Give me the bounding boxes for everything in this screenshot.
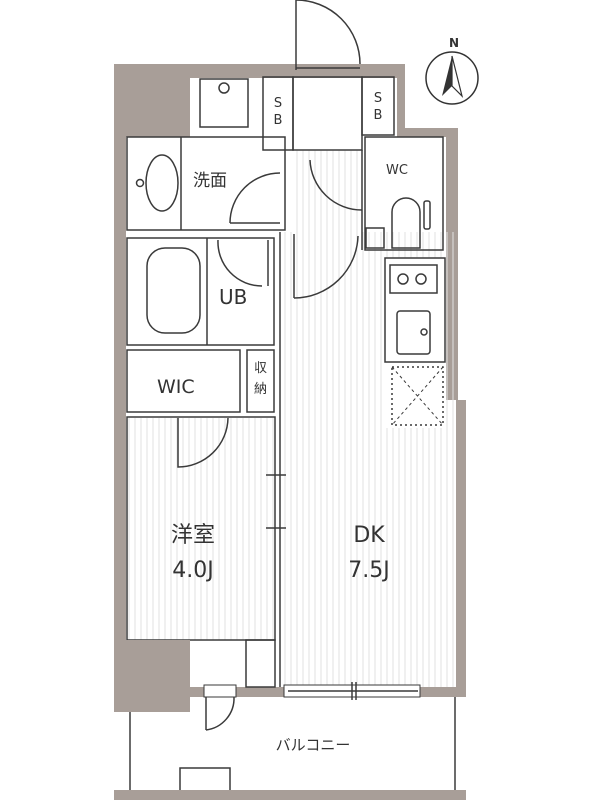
kitchen: [384, 257, 446, 426]
balcony-window: [283, 682, 421, 700]
western-room: [126, 232, 286, 688]
balcony-door: [203, 684, 237, 731]
entrance-door: [295, 0, 361, 70]
sb-right-label-s: S: [374, 91, 382, 106]
north-compass-icon: [425, 51, 479, 105]
wc-room: [364, 136, 444, 251]
shoe-box-right: [361, 76, 395, 136]
bedroom-floor: [128, 418, 274, 640]
balcony: [114, 697, 466, 800]
western-room-size: 4.0J: [172, 558, 213, 583]
washroom: [126, 136, 286, 231]
dk-size: 7.5J: [348, 558, 389, 583]
north-label: N: [449, 36, 459, 50]
sb-right-label-b: B: [374, 108, 383, 123]
washroom-label: 洗面: [193, 171, 227, 191]
balcony-label: バルコニー: [276, 736, 351, 754]
ub-label: UB: [219, 285, 247, 309]
storage: [246, 349, 275, 413]
wc-door-arc: [309, 159, 363, 211]
hall-door-arc: [293, 235, 359, 299]
storage-label-2: 納: [254, 382, 267, 397]
unit-bath: [126, 237, 275, 346]
washer-space: [199, 78, 249, 128]
wc-label: WC: [386, 163, 408, 178]
storage-label-1: 収: [254, 361, 267, 376]
western-room-name: 洋室: [171, 523, 215, 548]
fridge-space: [391, 366, 444, 426]
sb-left-label-s: S: [274, 96, 282, 111]
wic-label: WIC: [157, 376, 195, 398]
wic: [126, 349, 241, 413]
dk-name: DK: [353, 523, 385, 548]
sb-left-label-b: B: [274, 113, 283, 128]
pillar: [114, 640, 190, 712]
hall-floor: [292, 150, 362, 232]
